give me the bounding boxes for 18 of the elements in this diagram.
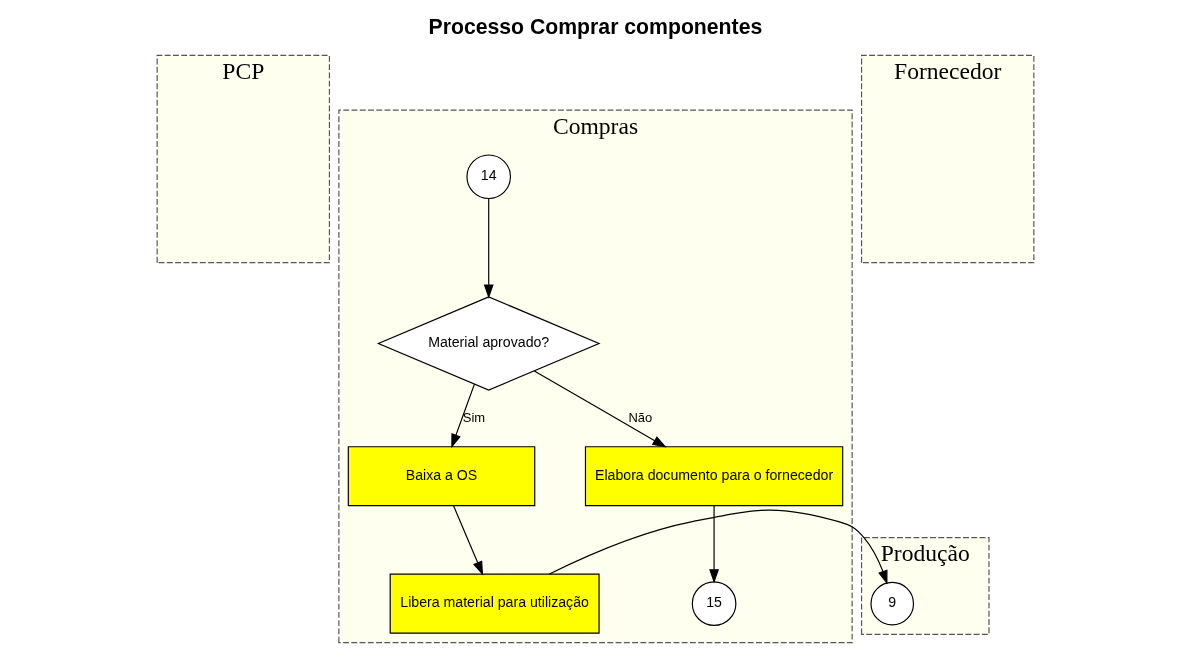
node-box: Baixa a OS <box>347 446 536 507</box>
edge-label: Sim <box>462 409 486 425</box>
node-box: PCP <box>156 54 330 264</box>
node-diamond: Material aprovado? <box>376 296 601 391</box>
node-circle: 14 <box>466 154 512 200</box>
node-box: Libera material para utilização <box>389 573 600 634</box>
arrow <box>453 505 484 576</box>
arrow <box>483 198 494 299</box>
edge-label: Não <box>628 409 653 425</box>
node-box: Fornecedor <box>861 54 1035 264</box>
arrow <box>533 370 667 448</box>
node-circle: 9 <box>870 581 915 626</box>
arrow <box>548 509 888 585</box>
diagram-title: Processo Comprar componentes <box>428 14 763 38</box>
arrow <box>451 383 475 449</box>
node-box: Elabora documento para o fornecedor <box>584 446 844 507</box>
node-circle: 15 <box>691 581 737 626</box>
arrow <box>709 505 720 584</box>
